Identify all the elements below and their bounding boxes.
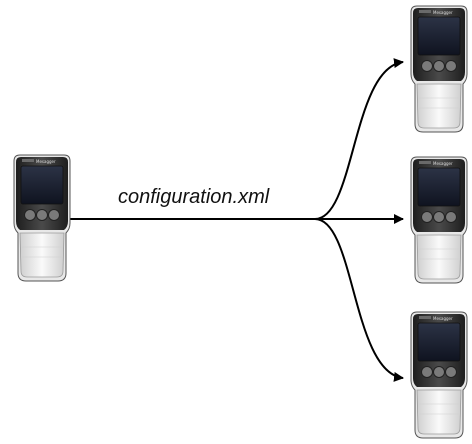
file-name-label: configuration.xml <box>118 186 270 208</box>
source-handheld-device: Mesagger <box>13 154 71 282</box>
target-handheld-device-2: Mesagger <box>410 156 468 284</box>
arrow-to-device-1 <box>314 58 404 220</box>
target-handheld-device-3: Mesagger <box>410 311 468 439</box>
target-device-1-brand: Mesagger <box>433 10 453 15</box>
target-device-2-brand: Mesagger <box>433 161 453 166</box>
arrow-to-device-3 <box>314 218 404 382</box>
target-handheld-device-1: Mesagger <box>410 5 468 133</box>
source-device-brand: Mesagger <box>36 159 56 164</box>
target-device-3-brand: Mesagger <box>433 316 453 321</box>
